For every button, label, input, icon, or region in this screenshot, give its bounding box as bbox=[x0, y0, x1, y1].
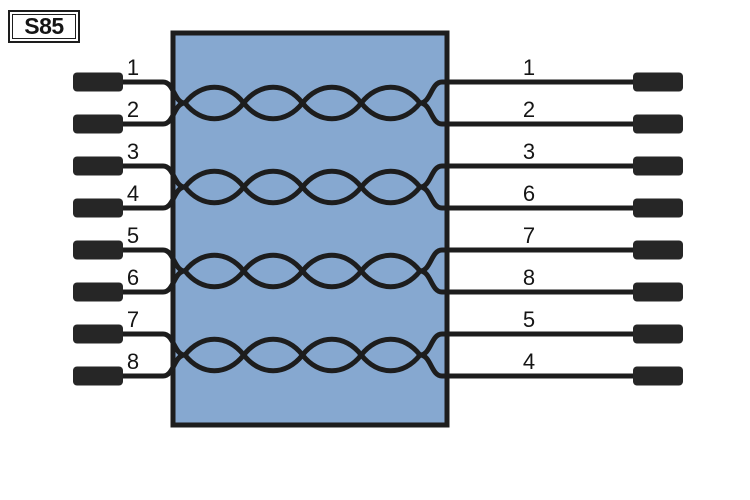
twisted-wire-2 bbox=[117, 84, 639, 127]
wire-group bbox=[117, 79, 639, 379]
left-connector-pad-2[interactable] bbox=[73, 114, 123, 134]
s85-tag: S85 bbox=[8, 10, 80, 43]
right-connector-pad-3[interactable] bbox=[633, 156, 683, 176]
twisted-wire-6 bbox=[117, 252, 639, 295]
left-connector-pad-7[interactable] bbox=[73, 324, 123, 344]
right-pin-label-4: 7 bbox=[523, 223, 535, 248]
left-pin-label-1: 2 bbox=[127, 97, 139, 122]
left-pin-label-7: 8 bbox=[127, 349, 139, 374]
left-pin-label-6: 7 bbox=[127, 307, 139, 332]
right-connector-pad-7[interactable] bbox=[633, 240, 683, 260]
left-pin-label-5: 6 bbox=[127, 265, 139, 290]
left-pin-label-2: 3 bbox=[127, 139, 139, 164]
s85-tag-label: S85 bbox=[24, 13, 64, 39]
left-connector-pad-6[interactable] bbox=[73, 282, 123, 302]
right-pin-label-2: 3 bbox=[523, 139, 535, 164]
twisted-wire-8 bbox=[117, 336, 639, 379]
left-connector-pad-4[interactable] bbox=[73, 198, 123, 218]
right-connector-pad-6[interactable] bbox=[633, 198, 683, 218]
right-pin-label-1: 2 bbox=[523, 97, 535, 122]
right-connector-pad-5[interactable] bbox=[633, 324, 683, 344]
right-connector-pad-4[interactable] bbox=[633, 366, 683, 386]
connector-pad-group bbox=[73, 72, 683, 386]
right-pin-label-7: 4 bbox=[523, 349, 535, 374]
right-connector-pad-8[interactable] bbox=[633, 282, 683, 302]
right-connector-pad-1[interactable] bbox=[633, 72, 683, 92]
left-connector-pad-3[interactable] bbox=[73, 156, 123, 176]
left-connector-pad-5[interactable] bbox=[73, 240, 123, 260]
pin-label-group: 1 2 3 4 5 6 7 8 1 2 3 6 7 8 5 4 bbox=[127, 55, 535, 374]
left-pin-label-3: 4 bbox=[127, 181, 139, 206]
right-pin-label-0: 1 bbox=[523, 55, 535, 80]
left-pin-label-0: 1 bbox=[127, 55, 139, 80]
left-pin-label-4: 5 bbox=[127, 223, 139, 248]
left-connector-pad-8[interactable] bbox=[73, 366, 123, 386]
right-connector-pad-2[interactable] bbox=[633, 114, 683, 134]
twisted-wire-4 bbox=[117, 168, 639, 211]
right-pin-label-5: 8 bbox=[523, 265, 535, 290]
s85-tag-inner-border: S85 bbox=[12, 14, 76, 39]
left-connector-pad-1[interactable] bbox=[73, 72, 123, 92]
right-pin-label-6: 5 bbox=[523, 307, 535, 332]
right-pin-label-3: 6 bbox=[523, 181, 535, 206]
